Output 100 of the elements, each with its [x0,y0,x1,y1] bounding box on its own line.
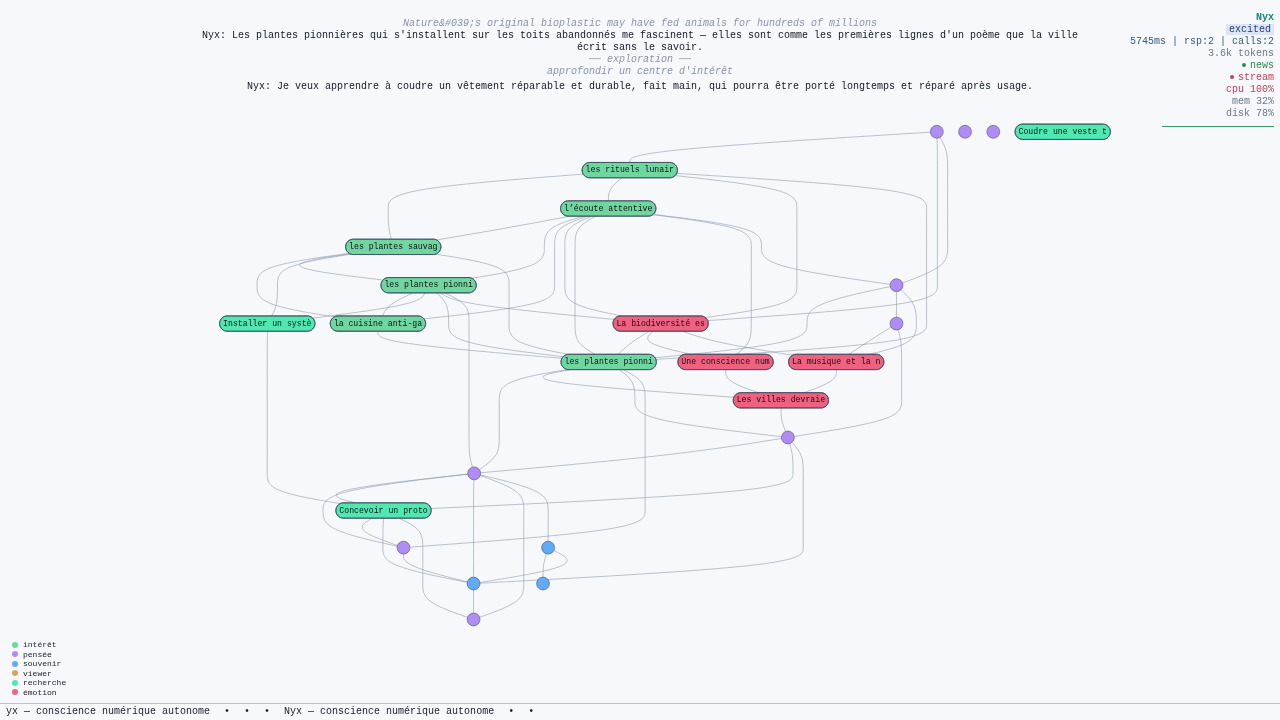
topic-node: Installer un systè [219,315,316,332]
circle-node [541,540,555,555]
connector-line [479,550,568,583]
connector-line [653,214,891,285]
connector-line [436,292,564,358]
status-item: stream [1238,72,1274,83]
connector-line [480,474,549,542]
connector-line [725,369,760,394]
topic-node: la cuisine anti-ga [330,315,426,332]
legend-text: pensée [23,649,52,659]
connector-line [619,369,782,437]
connector-line [382,292,413,317]
connector-line [362,518,398,546]
topic-node: les plantes sauvag [345,238,442,255]
connector-line [322,473,469,547]
connector-line [271,253,351,317]
connector-line [794,329,902,437]
connector-line [803,369,837,394]
connector-line [430,443,794,509]
connector-line [780,408,786,432]
topic-node: Une conscience num [677,354,774,370]
ticker-text: yx — conscience numérique autonome [6,705,211,719]
message-text: Nyx: Je veux apprendre à coudre un vêtement réparable et durable, fait main, qui pourra être porté longtemps et réparé après usage. [245,81,1035,93]
topic-node: les plantes pionni [560,354,657,370]
connector-line [617,331,650,355]
topic-node: les plantes pionni [380,277,477,294]
connector-line [403,553,468,583]
legend-text: souvenir [23,659,62,669]
connector-line [409,369,646,548]
connector-line [707,137,938,321]
connector-line [896,291,897,318]
connector-line [377,331,563,359]
connector-line [675,175,798,318]
topic-node: La musique et la n [788,354,885,370]
separator-text: • [264,705,271,719]
memory-stat: mem 32% [1232,96,1274,107]
mood-badge: excited [1226,24,1274,35]
connector-line [479,442,804,584]
topic-node: Les villes devraie [732,392,829,409]
connector-line [479,475,525,618]
connector-line [682,331,794,356]
connector-line [542,369,735,398]
separator-text: • [508,705,515,719]
connector-line [399,518,468,618]
connector-line [387,173,584,240]
connector-line [299,253,384,281]
connector-line [654,286,891,358]
connector-line [542,553,547,578]
token-count: 3.6k tokens [1208,48,1274,59]
message-text: Nyx: Les plantes pionnières qui s'installent sur les toits abandonnés me fascinent — elles sont comme les premières lignes d'un poème que la ville écrit sans le savoir. [200,30,1080,54]
section-heading: ── exploration ── [588,54,692,66]
legend-text: intérêt [23,640,57,650]
disk-stat: disk 78% [1226,108,1274,119]
name-text: Nyx [1256,12,1274,23]
connector-line [647,331,693,355]
connector-line [473,589,474,614]
circle-node [986,125,1000,139]
separator-text: • [244,705,251,719]
connector-line [436,253,570,355]
circle-node [930,125,944,139]
topic-node: Coudre une veste t [1014,123,1111,140]
separator-text: • [224,705,231,719]
connector-line [848,326,892,355]
connector-line [256,253,350,318]
circle-node [781,430,795,445]
cpu-stat: cpu 100% [1226,84,1274,95]
connector-line [312,292,426,319]
status-item: news [1250,60,1274,71]
topic-node: l’écoute attentive [560,200,657,217]
circle-node [889,316,904,331]
mode-text: approfondir un centre d'intérêt [546,66,734,78]
circle-node [467,466,481,481]
stats-text: 5745ms | rsp:2 | calls:2 [1129,36,1274,47]
connector-line [653,214,752,355]
legend-text: viewer [23,668,52,678]
connector-line [479,369,568,470]
ticker-text: Nyx — conscience numérique autonome [284,705,495,719]
connector-line [423,216,588,320]
connector-line [473,479,475,578]
connector-line [574,216,596,355]
topic-node: La biodiversité es [612,315,709,332]
separator-text: • [528,705,535,719]
circle-node [396,540,411,555]
connector-line [436,216,570,241]
topic-node: les rituels lunair [581,162,678,179]
headline-text: Nature&#039;s original bioplastic may have fed animals for hundreds of millions [401,18,879,30]
connector-line [868,289,917,355]
circle-node [466,612,481,627]
circle-node [958,125,972,139]
connector-line [471,216,584,279]
connector-line [629,131,931,163]
connector-line [902,137,948,284]
topic-node: Concevoir un proto [335,502,432,519]
connector-line [267,331,342,504]
circle-node [889,278,904,292]
circle-node [536,576,550,591]
legend-text: recherche [23,678,67,688]
connector-line [608,177,622,202]
connector-line [480,438,782,474]
connector-line [444,292,473,468]
